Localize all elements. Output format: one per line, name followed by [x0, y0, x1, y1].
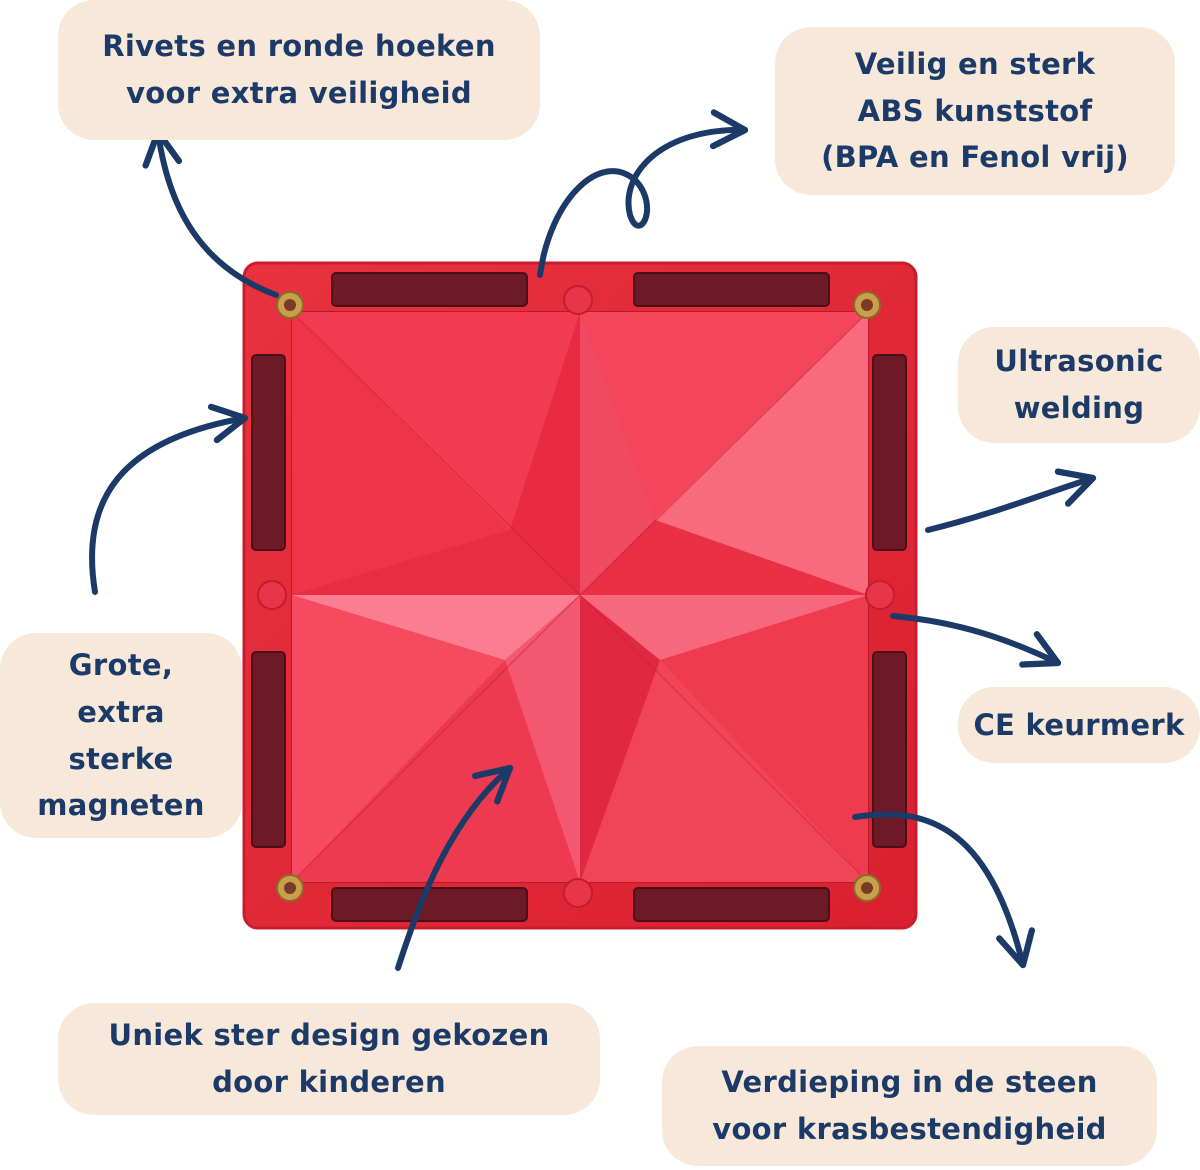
- callout-recess-line2: voor krasbestendigheid: [712, 1112, 1107, 1146]
- callout-magnets: Grote, extra sterke magneten: [0, 633, 242, 838]
- callout-star-line1: Uniek ster design gekozen: [108, 1018, 550, 1053]
- weld-point: [563, 285, 593, 315]
- weld-point: [865, 580, 895, 610]
- arrow-ultrasonic: [925, 468, 1097, 533]
- magnet-strip: [633, 272, 830, 307]
- weld-points: [257, 285, 895, 908]
- callout-recess-line1: Verdieping in de steen: [721, 1065, 1098, 1100]
- rivet: [853, 291, 881, 319]
- callout-star: Uniek ster design gekozen door kinderen: [58, 1003, 600, 1115]
- callout-star-line2: door kinderen: [212, 1065, 446, 1099]
- callout-rivets: Rivets en ronde hoeken voor extra veilig…: [58, 0, 540, 140]
- callout-abs-line2: ABS kunststof: [857, 93, 1093, 128]
- callout-magnets-line3: sterke: [68, 741, 174, 776]
- callout-ultrasonic-line1: Ultrasonic: [994, 344, 1164, 379]
- arrow-magnets: [89, 403, 249, 595]
- magnet-strip: [633, 887, 830, 922]
- arrow-recess: [852, 811, 1035, 969]
- callout-ce-line1: CE keurmerk: [973, 707, 1185, 742]
- arrow-rivets: [142, 128, 279, 298]
- magnet-strips: [251, 272, 907, 922]
- magnet-strip: [331, 272, 528, 307]
- callout-magnets-line2: extra: [77, 694, 165, 729]
- callout-ultrasonic: Ultrasonic welding: [958, 327, 1200, 443]
- magnetic-tile: [242, 261, 918, 930]
- callout-abs-line3: (BPA en Fenol vrij): [821, 140, 1129, 175]
- rivet: [853, 874, 881, 902]
- callout-magnets-line1: Grote,: [68, 647, 174, 682]
- arrow-star: [395, 764, 514, 971]
- callout-abs: Veilig en sterk ABS kunststof (BPA en Fe…: [775, 27, 1175, 195]
- callout-rivets-line1: Rivets en ronde hoeken: [102, 29, 496, 64]
- callout-magnets-line4: magneten: [37, 788, 205, 823]
- arrow-abs: [537, 109, 749, 278]
- callout-recess: Verdieping in de steen voor krasbestendi…: [662, 1046, 1157, 1166]
- magnet-strip: [251, 651, 286, 848]
- arrow-ce: [890, 613, 1062, 668]
- rivet: [276, 874, 304, 902]
- rivets: [276, 291, 881, 902]
- callout-abs-line1: Veilig en sterk: [854, 46, 1096, 81]
- magnet-strip: [872, 354, 907, 551]
- star-pattern: [291, 311, 869, 883]
- callout-ce: CE keurmerk: [958, 687, 1200, 763]
- callout-rivets-line2: voor extra veiligheid: [126, 76, 472, 110]
- weld-point: [257, 580, 287, 610]
- magnet-strip: [872, 651, 907, 848]
- rivet: [276, 291, 304, 319]
- magnet-strip: [331, 887, 528, 922]
- weld-point: [563, 878, 593, 908]
- magnet-strip: [251, 354, 286, 551]
- callout-ultrasonic-line2: welding: [1013, 391, 1145, 425]
